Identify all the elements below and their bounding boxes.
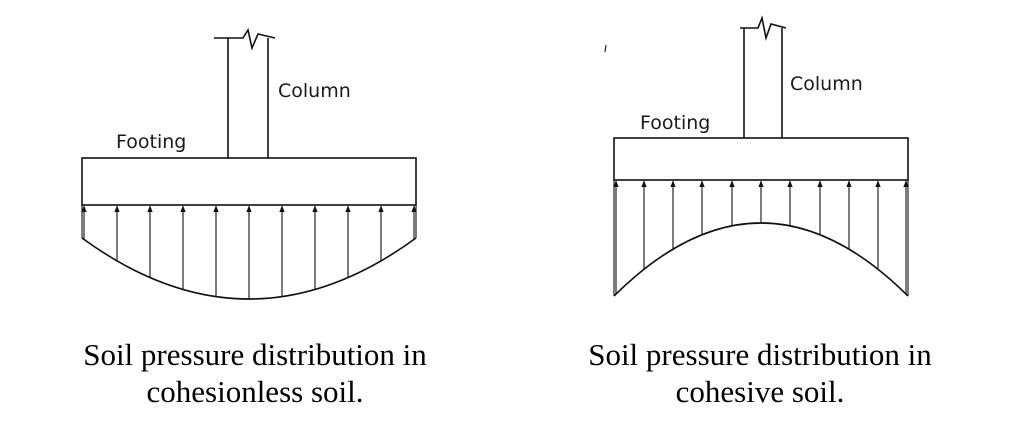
left-diagram: Column Footing [81,27,417,300]
right-footing-label: Footing [640,112,710,134]
right-pressure-arrows [613,180,909,295]
right-caption-line1: Soil pressure distribution in [588,337,932,372]
left-footing-label: Footing [116,131,186,153]
right-column [740,15,787,138]
right-caption: Soil pressure distribution in cohesive s… [545,336,975,410]
left-column [214,27,276,158]
right-caption-line2: cohesive soil. [675,374,845,409]
stray-mark [604,44,607,53]
left-footing [81,157,417,206]
left-pressure-arrows [81,205,417,299]
right-footing [613,137,909,181]
left-column-label: Column [278,80,351,102]
right-column-label: Column [790,73,863,95]
left-caption-line1: Soil pressure distribution in [83,337,427,372]
right-pressure-curve [613,222,909,297]
left-caption: Soil pressure distribution in cohesionle… [40,336,470,410]
right-diagram: Column Footing [604,15,909,297]
left-caption-line2: cohesionless soil. [146,374,364,409]
